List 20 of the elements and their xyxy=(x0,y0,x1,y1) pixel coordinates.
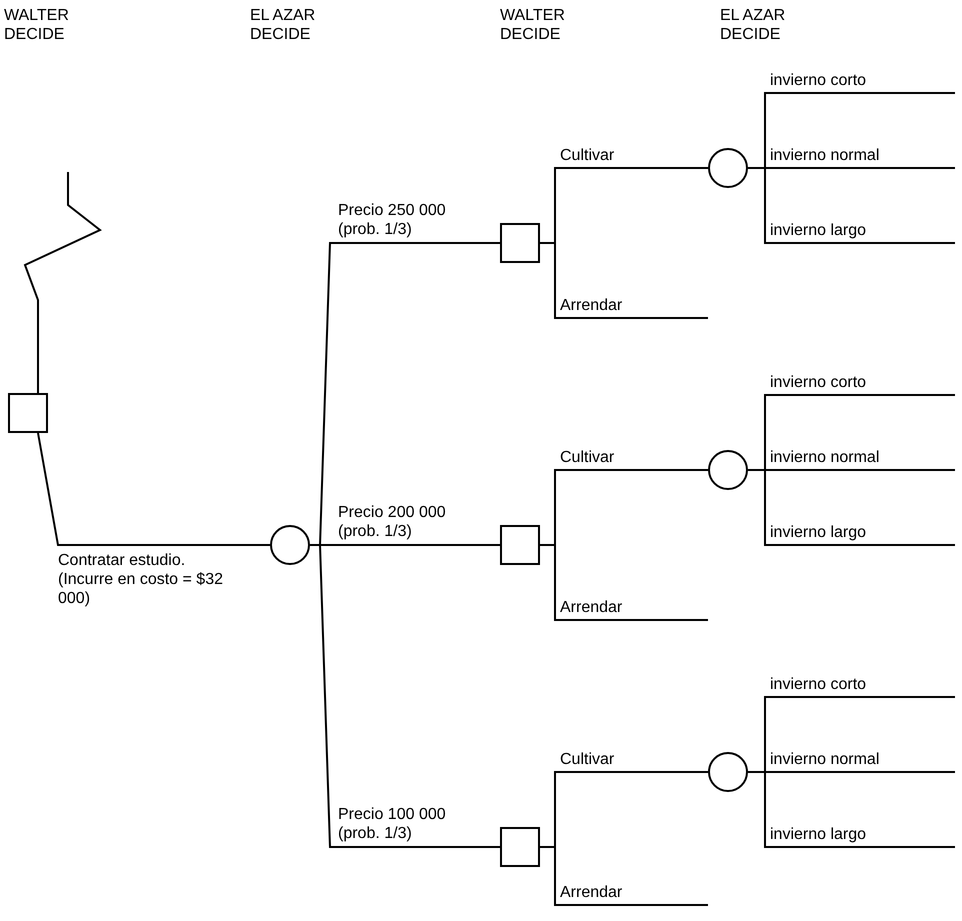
branch-line xyxy=(540,846,708,906)
branch-line xyxy=(748,771,955,848)
column-heading: WALTER DECIDE xyxy=(500,6,566,44)
decision-square xyxy=(500,525,540,565)
decision-square xyxy=(8,393,48,433)
branch-line xyxy=(37,432,270,546)
column-heading: EL AZAR DECIDE xyxy=(250,6,316,44)
branch-line xyxy=(748,469,955,546)
branch-line xyxy=(748,167,955,244)
column-heading: WALTER DECIDE xyxy=(4,6,70,44)
branch-line xyxy=(24,172,102,393)
chance-circle xyxy=(270,525,310,565)
branch-line xyxy=(540,242,708,319)
chance-circle xyxy=(708,450,748,490)
chance-circle xyxy=(708,148,748,188)
chance-circle xyxy=(708,752,748,792)
decision-square xyxy=(500,827,540,867)
decision-square xyxy=(500,223,540,263)
column-heading: EL AZAR DECIDE xyxy=(720,6,786,44)
branch-line xyxy=(540,544,708,621)
